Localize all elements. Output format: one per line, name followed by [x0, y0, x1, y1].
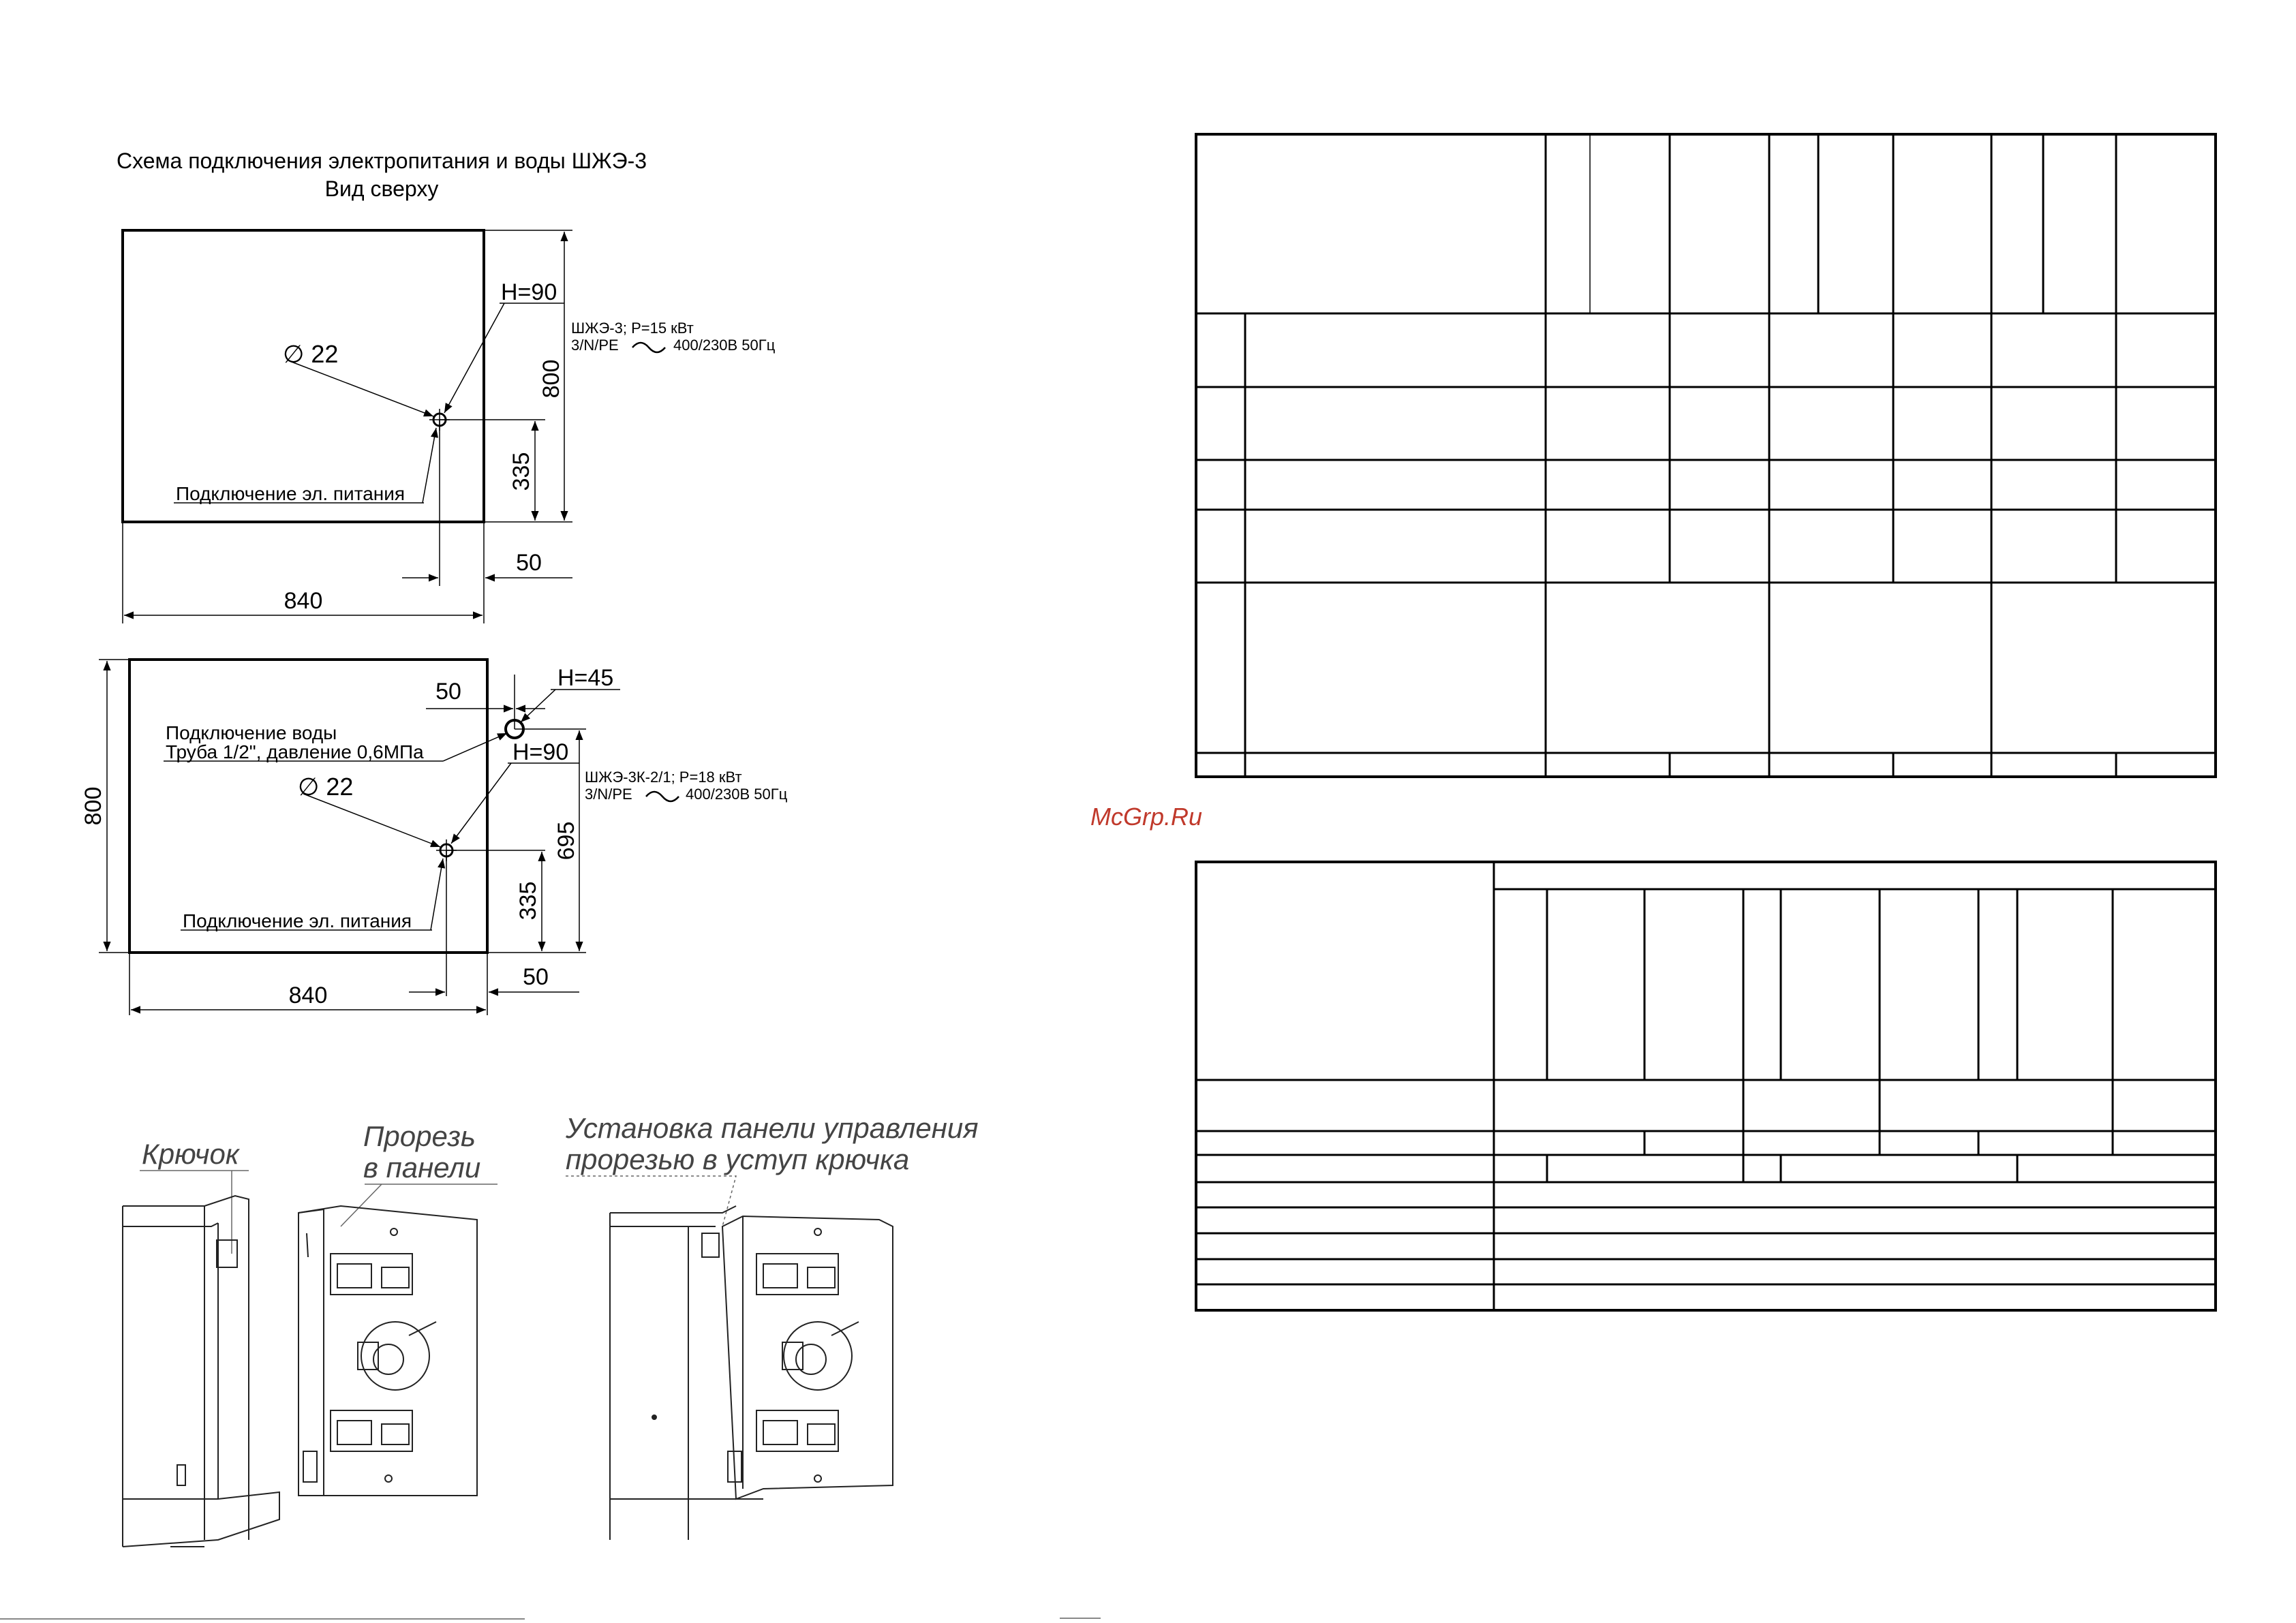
- dim-335-top: 335: [508, 452, 534, 491]
- h90-label-bottom: H=90: [512, 739, 568, 765]
- dim-50-bottom: 50: [523, 964, 549, 990]
- power-label-top: Подключение эл. питания: [176, 483, 405, 504]
- spec-voltage-bottom: 400/230В 50Гц: [686, 786, 788, 803]
- scheme-subtitle: Вид сверху: [325, 176, 439, 201]
- water-label-2: Труба 1/2", давление 0,6МПа: [166, 741, 424, 762]
- bottom-view-diagram: 50 H=45 Подключение воды Труба 1/2", дав…: [80, 658, 788, 1015]
- mount-label-2: прорезью в уступ крючка: [566, 1143, 909, 1175]
- h90-label-top: H=90: [501, 279, 557, 305]
- diameter-label-bottom: ∅ 22: [298, 773, 353, 801]
- dim-840-bottom: 840: [289, 983, 328, 1008]
- water-connection-point: [504, 719, 525, 739]
- dim-800-top: 800: [538, 360, 564, 399]
- unit-outline-top: [121, 229, 485, 523]
- control-panel-drawing: [298, 1205, 478, 1496]
- water-label-1: Подключение воды: [166, 722, 337, 743]
- dim-50-top: 50: [516, 550, 542, 576]
- dim-695: 695: [553, 822, 579, 861]
- dim-50-top-bottom: 50: [435, 679, 461, 705]
- hook-label: Крючок: [142, 1138, 241, 1170]
- spec-line1-top: ШЖЭ-3; Р=15 кВт: [571, 320, 694, 337]
- slot-label-2: в панели: [363, 1151, 480, 1184]
- diameter-label-top: ∅ 22: [283, 340, 338, 368]
- spec-table-1: [1195, 133, 2217, 778]
- dim-800-bottom: 800: [80, 787, 106, 826]
- spec-prefix-top: 3/N/PE: [571, 337, 619, 354]
- dim-840-top: 840: [284, 588, 323, 614]
- slot-label-1: Прорезь: [363, 1120, 476, 1152]
- mount-label-1: Установка панели управления: [565, 1112, 979, 1144]
- installation-illustrations: Крючок Прорезь в панели Установка панели…: [122, 1112, 979, 1547]
- scheme-title: Схема подключения электропитания и воды …: [117, 149, 647, 173]
- spec-line1-bottom: ШЖЭ-3К-2/1; Р=18 кВт: [585, 769, 742, 786]
- power-label-bottom: Подключение эл. питания: [183, 910, 412, 931]
- unit-outline-bottom: [128, 658, 489, 954]
- ac-symbol-top: [632, 341, 666, 354]
- h45-label: H=45: [557, 665, 613, 691]
- spec-prefix-bottom: 3/N/PE: [585, 786, 632, 803]
- spec-voltage-top: 400/230В 50Гц: [673, 337, 776, 354]
- spec-table-2: [1195, 861, 2217, 1312]
- dim-335-bottom: 335: [515, 882, 541, 921]
- panel-mounted-drawing: [609, 1205, 893, 1540]
- top-view-diagram: H=90 ∅ 22 ШЖЭ-3; Р=15 кВт 3/N/PE 400/230…: [121, 229, 776, 623]
- cabinet-hook-drawing: [122, 1194, 280, 1547]
- ac-symbol-bottom: [645, 790, 679, 803]
- watermark: McGrp.Ru: [1090, 803, 1202, 831]
